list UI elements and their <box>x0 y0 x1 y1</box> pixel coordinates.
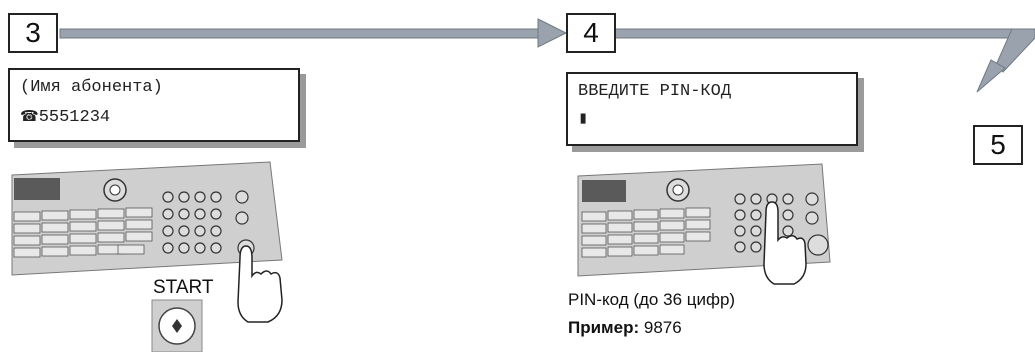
arrow-4-to-5 <box>611 28 1035 93</box>
lcd-cursor: ▮ <box>578 110 589 129</box>
lcd-line-2: ☎5551234 <box>20 102 288 132</box>
step-number-3: 3 <box>8 13 58 53</box>
control-panel-illustration <box>11 161 283 276</box>
pointing-hand-icon-2 <box>763 201 807 285</box>
pin-caption: PIN-код (до 36 цифр) <box>568 290 736 309</box>
pointing-hand-icon <box>237 245 283 323</box>
pin-example: Пример: 9876 <box>568 318 682 338</box>
telephone-icon: ☎ <box>20 107 39 125</box>
pin-example-label: Пример: <box>568 318 640 337</box>
start-key-illustration <box>151 299 203 352</box>
lcd-display-step-4: ВВЕДИТЕ PIN-КОД ▮ <box>566 72 858 146</box>
phone-number: 5551234 <box>38 108 111 127</box>
step-number-4: 4 <box>566 13 616 53</box>
pin-example-value: 9876 <box>643 318 682 337</box>
start-label: START <box>153 277 214 298</box>
lcd-display-step-3: (Имя абонента) ☎5551234 <box>8 68 300 142</box>
lcd-line-1: (Имя абонента) <box>20 78 163 97</box>
lcd-line-1: ВВЕДИТЕ PIN-КОД <box>578 82 732 101</box>
step-number-5: 5 <box>973 125 1023 165</box>
arrow-3-to-4 <box>59 18 568 48</box>
